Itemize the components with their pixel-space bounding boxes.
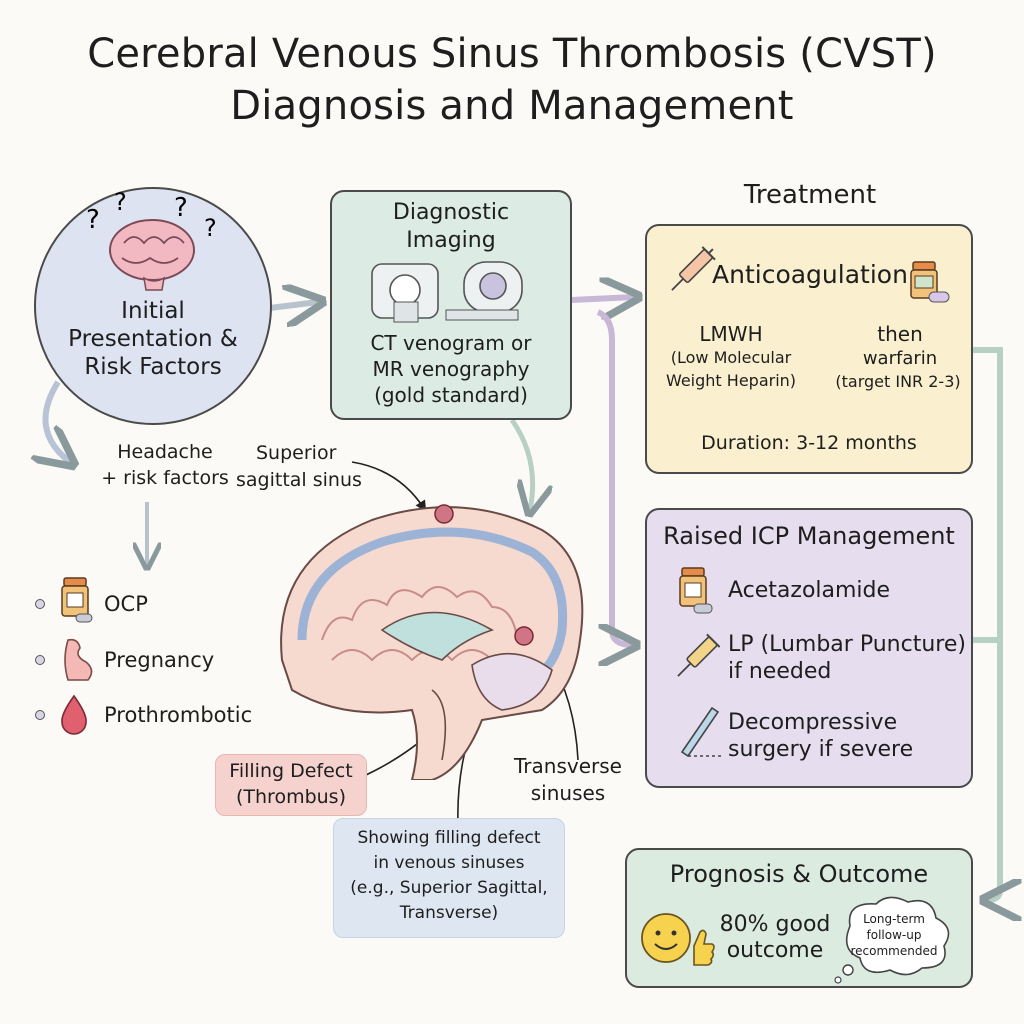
risk-ocp: OCP xyxy=(104,592,148,616)
pregnancy-icon xyxy=(64,638,93,681)
lmwh-line-1: LMWH xyxy=(699,322,763,346)
risk-bullet xyxy=(35,710,45,720)
bubble-line-3: recommended xyxy=(850,944,938,958)
filling-defect-tag xyxy=(215,754,367,816)
medication-bottle-icon xyxy=(910,261,950,303)
label-transverse-1: Transverse xyxy=(514,754,622,778)
pill-bottle-icon xyxy=(61,577,93,623)
lmwh-line-3: Weight Heparin) xyxy=(665,371,797,390)
then-line-3: (target INR 2-3) xyxy=(835,372,961,391)
brain-question-icon: ? ? ? ? xyxy=(86,188,217,291)
icp-item-lp-2: if needed xyxy=(728,659,832,684)
presentation-heading-1: Initial xyxy=(121,298,185,324)
needle-icon xyxy=(677,633,720,677)
caption-tag xyxy=(333,818,565,938)
label-superior-2: sagittal sinus xyxy=(236,469,362,491)
prognosis-outcome-1: 80% good xyxy=(719,912,831,937)
symptom-line-2: + risk factors xyxy=(101,467,229,489)
risk-prothrombotic: Prothrombotic xyxy=(104,703,253,727)
svg-text:?: ? xyxy=(174,193,188,223)
icp-item-surgery-2: surgery if severe xyxy=(728,737,914,762)
imaging-body-1: CT venogram or xyxy=(370,331,532,355)
brain-sagittal-illustration xyxy=(280,504,584,780)
arrow-imaging-to-treatment xyxy=(571,297,634,300)
icp-item-surgery-1: Decompressive xyxy=(728,710,898,735)
anticoag-heading: Anticoagulation xyxy=(712,260,908,289)
presentation-heading-3: Risk Factors xyxy=(84,354,222,380)
lmwh-line-2: (Low Molecular xyxy=(670,348,792,367)
arrow-imaging-to-icp xyxy=(596,309,632,645)
then-line-2: warfarin xyxy=(862,348,938,369)
syringe-icon xyxy=(671,246,716,291)
label-defect-2: (Thrombus) xyxy=(235,786,346,808)
caption-line-4: Transverse) xyxy=(399,903,499,923)
imaging-body-3: (gold standard) xyxy=(374,383,528,407)
label-transverse-2: sinuses xyxy=(530,781,606,805)
page-title-line-1: Cerebral Venous Sinus Thrombosis (CVST) xyxy=(87,31,937,77)
presentation-heading-2: Presentation & xyxy=(68,326,238,352)
scanner-icon xyxy=(371,261,523,323)
label-superior-1: Superior xyxy=(256,442,337,464)
risk-bullet xyxy=(35,599,45,609)
icp-item-acetazolamide: Acetazolamide xyxy=(728,578,891,603)
label-defect-1: Filling Defect xyxy=(229,760,353,782)
symptom-line-1: Headache xyxy=(117,441,213,463)
imaging-heading-1: Diagnostic xyxy=(392,200,510,225)
imaging-box xyxy=(330,190,572,420)
bubble-line-2: follow-up xyxy=(866,928,922,942)
arrow-presentation-to-imaging xyxy=(269,302,318,308)
treatment-duration: Duration: 3-12 months xyxy=(701,432,917,454)
scalpel-icon xyxy=(680,706,722,758)
imaging-body-2: MR venography xyxy=(372,357,530,381)
svg-text:?: ? xyxy=(86,205,100,235)
arrow-presentation-to-symptoms xyxy=(46,380,71,462)
bubble-line-1: Long-term xyxy=(863,912,925,926)
page-title-line-2: Diagnosis and Management xyxy=(230,83,794,129)
caption-line-1: Showing filling defect xyxy=(357,828,541,848)
risk-pregnancy: Pregnancy xyxy=(104,648,215,672)
icp-heading: Raised ICP Management xyxy=(663,522,955,550)
imaging-heading-2: Imaging xyxy=(406,228,496,253)
prognosis-heading: Prognosis & Outcome xyxy=(669,860,929,888)
risk-bullet xyxy=(35,655,45,665)
icp-item-lp-1: LP (Lumbar Puncture) xyxy=(728,632,966,657)
caption-line-2: in venous sinuses xyxy=(373,853,525,873)
arrow-superior-label xyxy=(351,461,427,512)
svg-text:?: ? xyxy=(204,214,217,242)
smiley-thumbs-up-icon xyxy=(641,913,715,966)
then-line-1: then xyxy=(877,322,923,346)
thought-bubble xyxy=(834,896,950,984)
caption-line-3: (e.g., Superior Sagittal, xyxy=(350,878,548,898)
blood-drop-icon xyxy=(61,694,87,735)
treatment-title: Treatment xyxy=(743,180,877,210)
svg-text:?: ? xyxy=(114,188,127,216)
pill-bottle-icon xyxy=(679,567,713,614)
arrow-imaging-to-brain xyxy=(509,418,533,510)
arrow-treatment-to-prognosis xyxy=(968,347,1000,900)
prognosis-outcome-2: outcome xyxy=(726,938,824,963)
